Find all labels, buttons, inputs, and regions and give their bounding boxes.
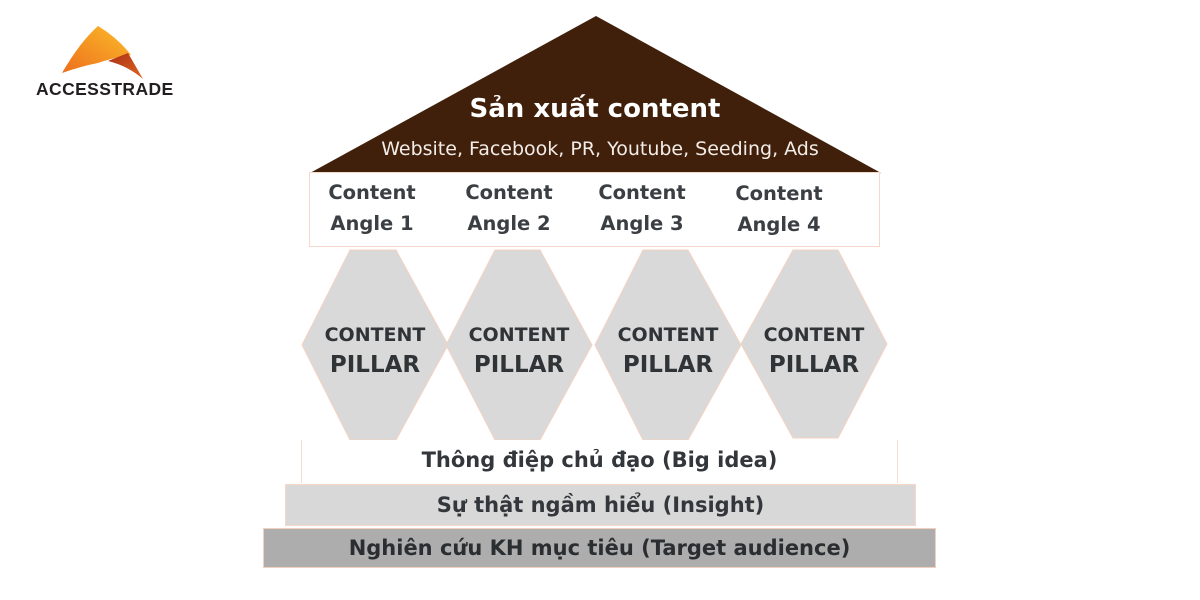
- roof-subtitle: Website, Facebook, PR, Youtube, Seeding,…: [381, 138, 819, 160]
- brand-name: ACCESSTRADE: [36, 79, 174, 99]
- pillar-2-line1: CONTENT: [468, 324, 570, 346]
- pillar-2-line2: PILLAR: [473, 352, 565, 378]
- angle-line1: Content: [598, 181, 686, 204]
- content-angle-1: Content Angle 1: [312, 177, 432, 239]
- big-idea-bar: Thông điệp chủ đạo (Big idea): [301, 440, 898, 483]
- insight-bar: Sự thật ngầm hiểu (Insight): [285, 484, 916, 526]
- pillar-3-line1: CONTENT: [617, 324, 719, 346]
- accesstrade-logo-icon: [62, 26, 143, 79]
- angle-line2: Angle 1: [330, 212, 414, 235]
- angle-line2: Angle 2: [467, 212, 551, 235]
- angle-line1: Content: [465, 181, 553, 204]
- pillar-3-line2: PILLAR: [622, 352, 714, 378]
- angle-line2: Angle 3: [600, 212, 684, 235]
- content-angle-4: Content Angle 4: [719, 178, 839, 240]
- angle-line2: Angle 4: [737, 213, 821, 236]
- pillar-hexagon-4: [740, 249, 888, 439]
- content-angle-2: Content Angle 2: [449, 177, 569, 239]
- pillar-4-line2: PILLAR: [768, 352, 860, 378]
- target-audience-bar: Nghiên cứu KH mục tiêu (Target audience): [263, 528, 936, 568]
- angle-line1: Content: [735, 182, 823, 205]
- pillar-1-line1: CONTENT: [324, 324, 426, 346]
- content-angles-box: [309, 172, 880, 247]
- angle-line1: Content: [328, 181, 416, 204]
- pillar-1-line2: PILLAR: [329, 352, 421, 378]
- roof-title: Sản xuất content: [469, 94, 721, 124]
- content-angle-3: Content Angle 3: [582, 177, 702, 239]
- pillar-4-line1: CONTENT: [763, 324, 865, 346]
